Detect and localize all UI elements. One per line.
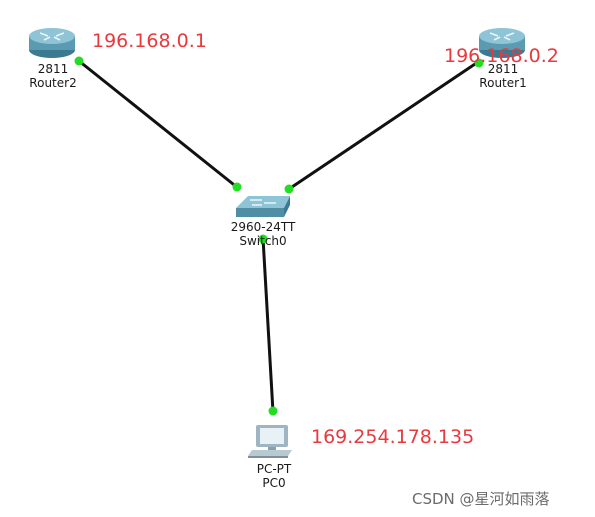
- pc0-model: PC-PT: [256, 462, 292, 476]
- port-status-dot: [284, 184, 294, 194]
- router2-name: Router2: [29, 76, 77, 90]
- router2-ip-note: 196.168.0.1: [92, 30, 207, 52]
- router1-ip-note: 196.168.0.2: [444, 45, 559, 67]
- switch0-label: 2960-24TT Switch0: [220, 220, 306, 248]
- router1-icon[interactable]: [479, 28, 525, 58]
- link-router2-switch0[interactable]: [78, 59, 239, 190]
- pc0-icon[interactable]: [248, 425, 292, 458]
- pc0-label: PC-PT PC0: [244, 462, 304, 490]
- router1-name: Router1: [479, 76, 527, 90]
- port-status-dot: [258, 234, 268, 244]
- link-router1-switch0[interactable]: [288, 60, 479, 191]
- port-status-dot: [474, 58, 484, 68]
- switch0-model: 2960-24TT: [230, 220, 296, 234]
- router2-label: 2811 Router2: [24, 62, 82, 90]
- pc0-name: PC0: [262, 476, 286, 490]
- router2-model: 2811: [37, 62, 69, 76]
- router1-model: 2811: [487, 62, 519, 76]
- port-status-dot: [268, 406, 278, 416]
- router1-label: 2811 Router1: [474, 62, 532, 90]
- watermark: CSDN @星河如雨落: [412, 490, 550, 508]
- port-status-dot: [232, 182, 242, 192]
- switch0-icon[interactable]: [236, 196, 290, 217]
- port-status-dot: [74, 56, 84, 66]
- link-switch0-pc0[interactable]: [261, 237, 275, 413]
- switch0-name: Switch0: [239, 234, 287, 248]
- router2-icon[interactable]: [29, 28, 75, 58]
- pc0-ip-note: 169.254.178.135: [311, 426, 475, 448]
